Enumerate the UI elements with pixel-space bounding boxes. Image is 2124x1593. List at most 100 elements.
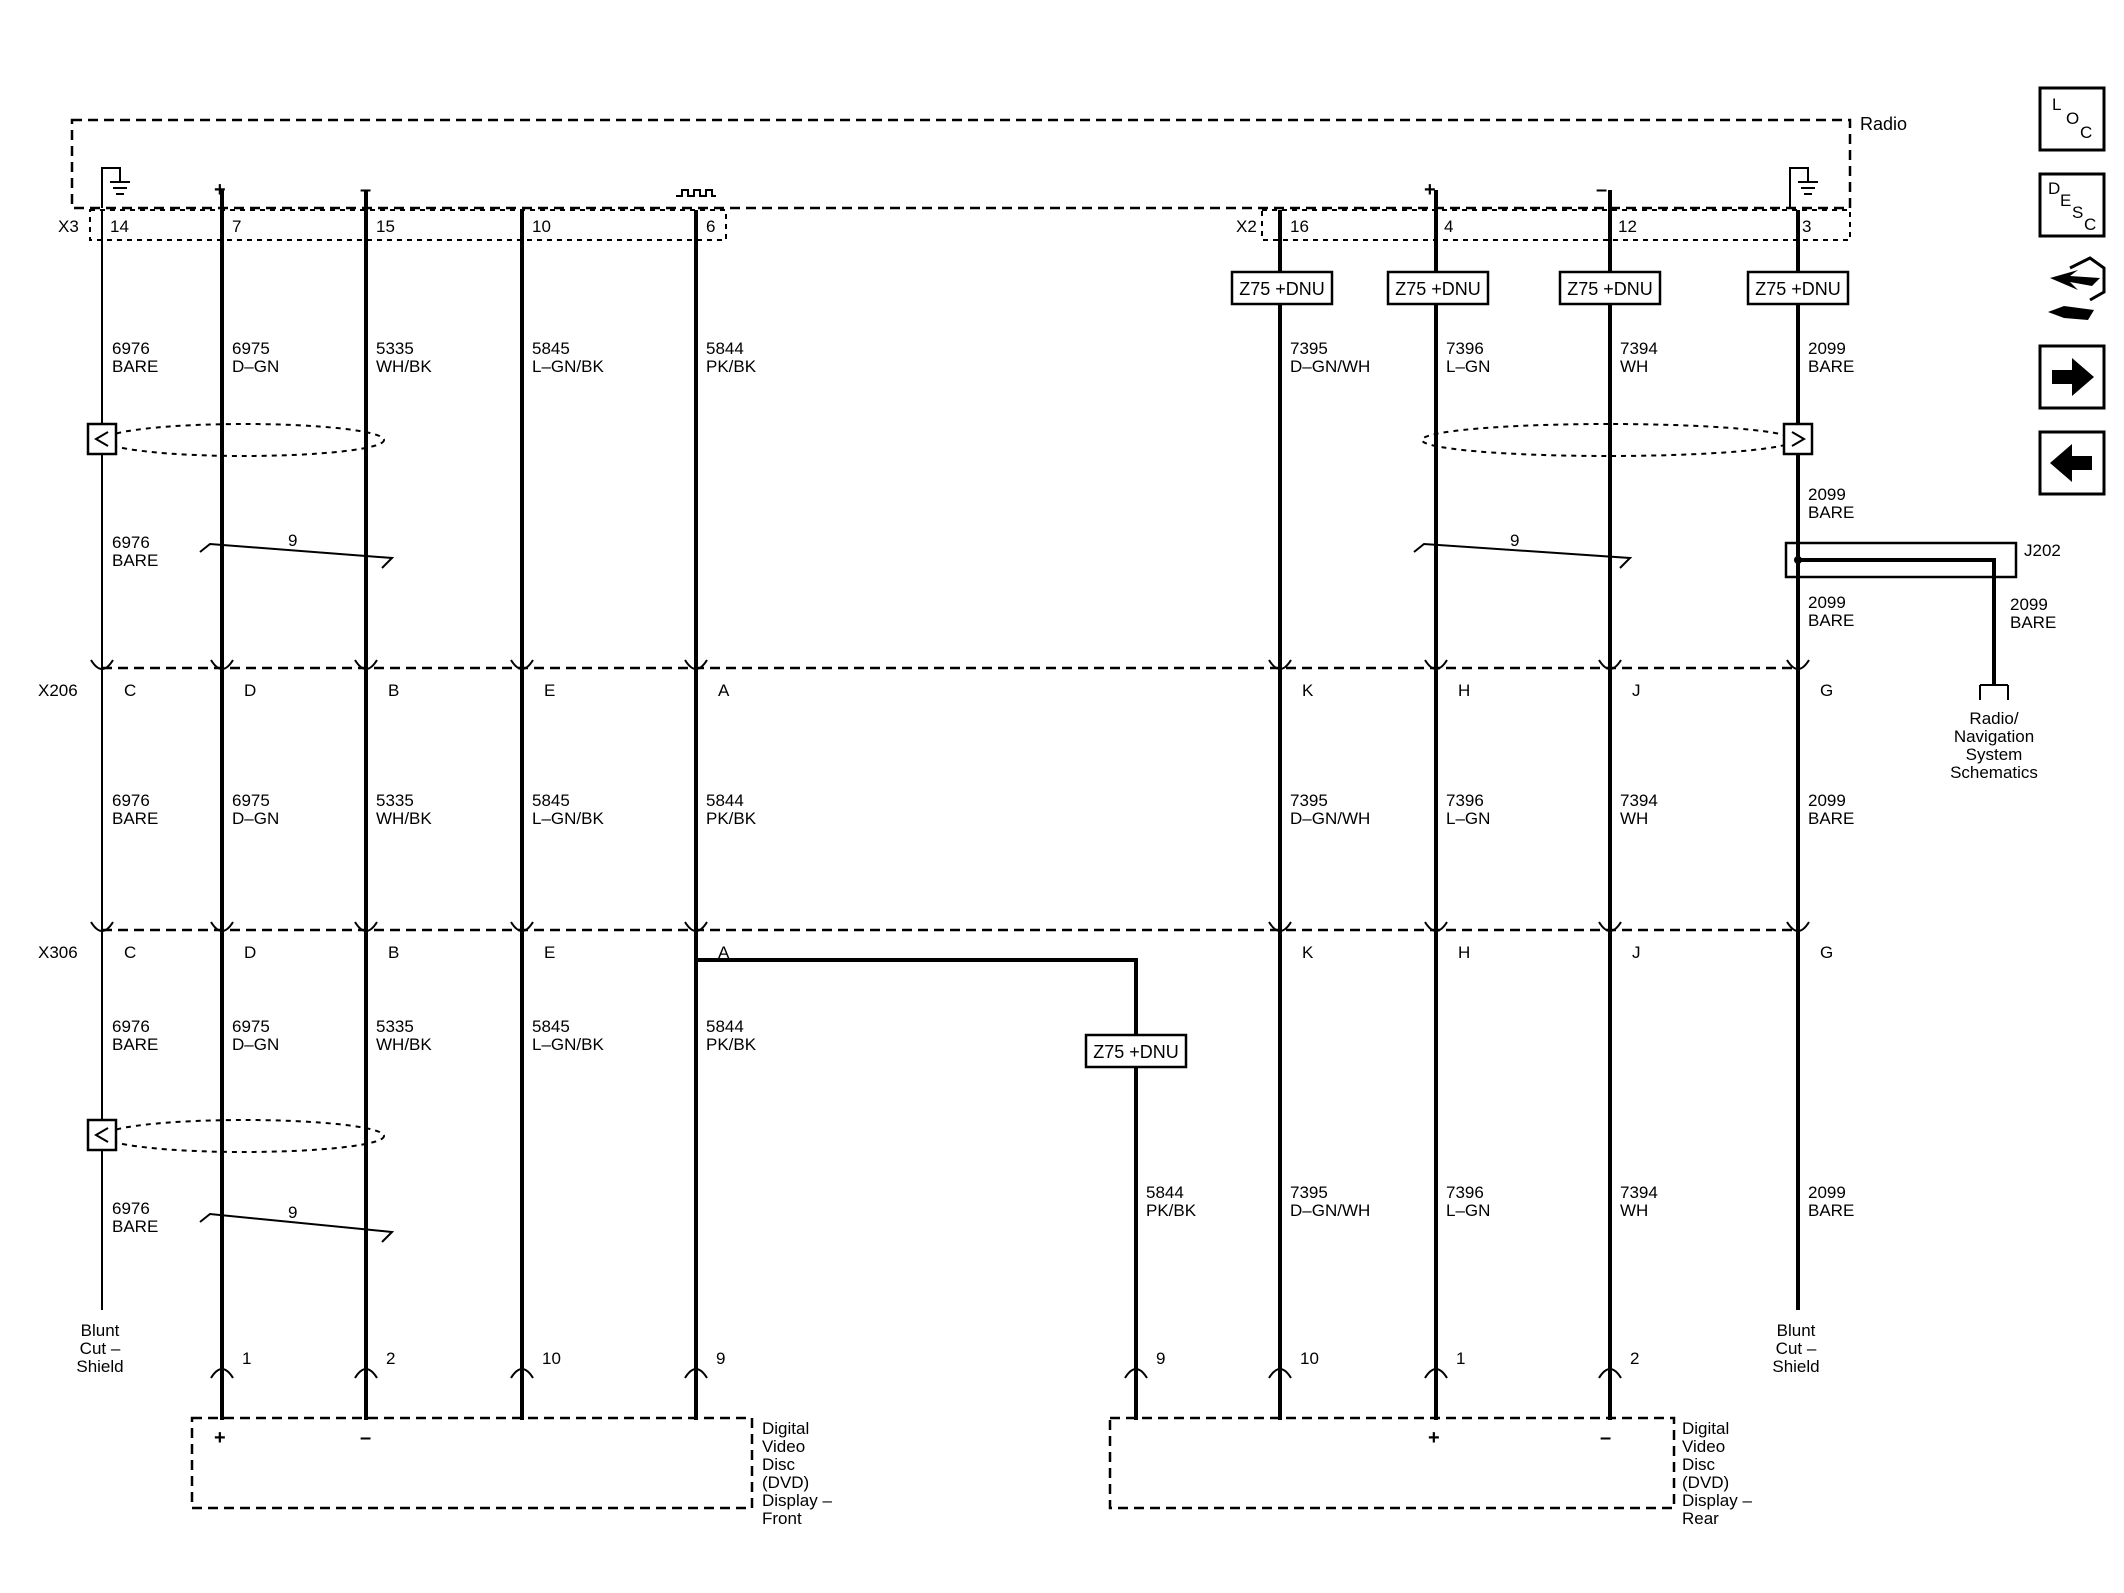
connector-pin-label: K xyxy=(1302,943,1314,962)
pin-label: 1 xyxy=(242,1349,251,1368)
ground-icon xyxy=(101,167,130,208)
shield-twist-marks: 9 9 9 xyxy=(86,422,1814,1243)
connector-pin-label: E xyxy=(544,681,555,700)
wire-color: BARE xyxy=(1808,611,1854,630)
wire-circuit: 5844 xyxy=(706,339,744,358)
description-button[interactable]: D E S C xyxy=(2038,172,2106,238)
connector-pin-label: C xyxy=(124,681,136,700)
wire-circuit: 2099 xyxy=(2010,595,2048,614)
shield-end-left: Blunt Cut – Shield xyxy=(76,1321,123,1376)
desc-letter: D xyxy=(2048,179,2060,198)
connector-cavity xyxy=(684,921,708,932)
wire-circuit: 5335 xyxy=(376,791,414,810)
reference-label: System xyxy=(1966,745,2023,764)
desc-letter: S xyxy=(2072,203,2083,222)
wire-color: L–GN xyxy=(1446,357,1490,376)
connector-x306: X306 xyxy=(38,928,1798,962)
connector-cavity xyxy=(354,921,378,932)
connector-x206: X206 xyxy=(38,666,1798,700)
wire-color: BARE xyxy=(112,357,158,376)
option-z75-label: Z75 +DNU xyxy=(1567,279,1653,299)
pin-label: 7 xyxy=(232,217,241,236)
wire-color: D–GN xyxy=(232,809,279,828)
wire-color: D–GN/WH xyxy=(1290,809,1370,828)
wire-color: L–GN/BK xyxy=(532,357,604,376)
connector-pin-label: G xyxy=(1820,681,1833,700)
connector-pin-label: D xyxy=(244,943,256,962)
wire-circuit: 5844 xyxy=(706,791,744,810)
wire-color: D–GN xyxy=(232,357,279,376)
wire-color: PK/BK xyxy=(706,357,757,376)
pin-label: 6 xyxy=(706,217,715,236)
connector-pin-label: H xyxy=(1458,943,1470,962)
connector-cavity xyxy=(510,921,534,932)
connector-pin-label: C xyxy=(124,943,136,962)
pin-label: 9 xyxy=(716,1349,725,1368)
connector-pin-label: A xyxy=(718,681,730,700)
connector-pin-label: K xyxy=(1302,681,1314,700)
twist-count: 9 xyxy=(288,1203,297,1222)
option-z75-label: Z75 +DNU xyxy=(1395,279,1481,299)
wire-color: D–GN/WH xyxy=(1290,1201,1370,1220)
next-page-icon[interactable] xyxy=(2038,344,2106,410)
option-z75-label: Z75 +DNU xyxy=(1239,279,1325,299)
connector-cavity xyxy=(1424,921,1448,932)
twist-count: 9 xyxy=(288,531,297,550)
connector-cavity xyxy=(210,921,234,932)
wire-color: L–GN/BK xyxy=(532,809,604,828)
connector-pin-label: D xyxy=(244,681,256,700)
terminal-cavity xyxy=(1598,1368,1622,1379)
shield-label: Blunt xyxy=(81,1321,120,1340)
wire-color: L–GN xyxy=(1446,809,1490,828)
connector-pin-label: G xyxy=(1820,943,1833,962)
loc-letter: C xyxy=(2080,123,2092,142)
wire-circuit: 6975 xyxy=(232,1017,270,1036)
option-z75-label: Z75 +DNU xyxy=(1755,279,1841,299)
reference-label: Schematics xyxy=(1950,763,2038,782)
wire-color: BARE xyxy=(1808,357,1854,376)
wire-circuit: 2099 xyxy=(1808,1183,1846,1202)
component-label: Display – xyxy=(762,1491,832,1510)
signal-pulse-icon xyxy=(676,189,716,197)
terminal-cavity xyxy=(684,1368,708,1379)
positive-sign: + xyxy=(214,179,226,201)
component-label: Display – xyxy=(1682,1491,1752,1510)
radio-module: Radio X3 X2 14 7 15 10 6 16 4 12 3 + – +… xyxy=(58,114,1907,241)
wire-circuit: 6975 xyxy=(232,339,270,358)
wire-color: BARE xyxy=(1808,809,1854,828)
pin-label: 9 xyxy=(1156,1349,1165,1368)
wire-color: BARE xyxy=(1808,503,1854,522)
wire-color: PK/BK xyxy=(706,1035,757,1054)
connector-cavity xyxy=(1598,921,1622,932)
wire-color: D–GN/WH xyxy=(1290,357,1370,376)
shield-label: Blunt xyxy=(1777,1321,1816,1340)
positive-sign: + xyxy=(1424,179,1436,201)
connector-cavity xyxy=(1268,659,1292,670)
wire-circuit: 6976 xyxy=(112,1199,150,1218)
wire-circuit: 2099 xyxy=(1808,593,1846,612)
wire-runs xyxy=(101,190,2009,1420)
pin-label: 2 xyxy=(386,1349,395,1368)
previous-page-icon[interactable] xyxy=(2038,430,2106,496)
reference-label: Navigation xyxy=(1954,727,2034,746)
pin-label: 4 xyxy=(1444,217,1453,236)
wire-color: BARE xyxy=(112,551,158,570)
location-button[interactable]: L O C xyxy=(2038,86,2106,152)
component-view-icon[interactable] xyxy=(2048,256,2106,320)
dvd-display-rear: + – 9 10 1 2 Digital Video Disc (DVD) Di… xyxy=(1108,1349,1752,1528)
negative-sign: – xyxy=(1600,1427,1611,1449)
connector-pin-label: A xyxy=(718,943,730,962)
wire-circuit: 2099 xyxy=(1808,485,1846,504)
connector-cavity xyxy=(1786,921,1810,932)
wire-color: D–GN xyxy=(232,1035,279,1054)
wire-color: BARE xyxy=(112,809,158,828)
connector-x3-label: X3 xyxy=(58,217,79,236)
ground-icon xyxy=(1789,167,1818,208)
pin-label: 12 xyxy=(1618,217,1637,236)
component-label: Digital xyxy=(762,1419,809,1438)
terminal-cavity xyxy=(1424,1368,1448,1379)
wire-circuit: 6976 xyxy=(112,533,150,552)
terminal-cavity xyxy=(354,1368,378,1379)
component-label: (DVD) xyxy=(762,1473,809,1492)
